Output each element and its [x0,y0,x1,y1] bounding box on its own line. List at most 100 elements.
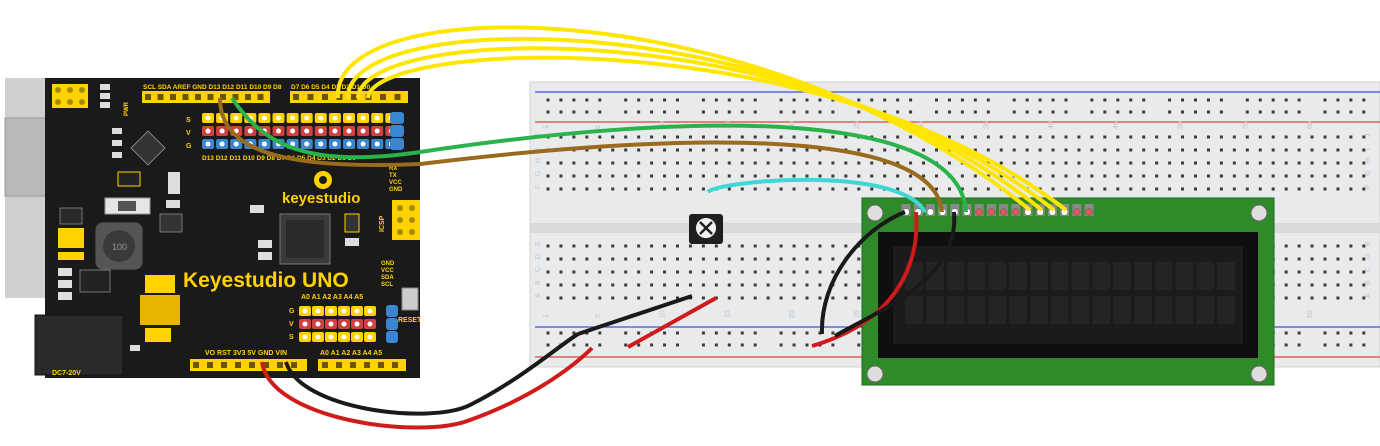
breadboard-hole [1284,257,1288,261]
breadboard-hole [766,270,770,274]
breadboard-hole [572,343,576,347]
analog-pin-hole [341,308,347,314]
breadboard-hole [779,331,783,335]
breadboard-hole [1297,270,1301,274]
breadboard-hole [1297,135,1301,139]
breadboard-hole [753,331,757,335]
breadboard-hole [1362,148,1366,152]
breadboard-hole [624,257,628,261]
header-pin [392,362,398,368]
breadboard-hole [572,161,576,165]
lcd-screen [893,246,1243,344]
breadboard-hole [663,296,667,300]
capacitor [58,228,84,248]
breadboard-hole [585,283,589,287]
icsp-header [392,200,420,240]
header-pin [195,94,201,100]
header-pin [207,94,214,100]
breadboard-hole [1271,110,1275,114]
breadboard-hole [727,283,731,287]
breadboard-hole [831,296,835,300]
lcd-char-cell [925,262,944,290]
breadboard-hole [1271,174,1275,178]
breadboard-hole [831,244,835,248]
breadboard-hole [727,343,731,347]
breadboard-hole [753,135,757,139]
breadboard-hole [650,148,654,152]
sensor-pin-hole [205,128,211,134]
breadboard-hole [831,135,835,139]
breadboard-hole [1258,148,1262,152]
breadboard-hole [727,148,731,152]
sensor-pin-hole [261,141,267,147]
breadboard-hole [585,343,589,347]
breadboard-hole [1129,174,1133,178]
breadboard-hole [624,244,628,248]
wire-cyan-contrast [706,177,927,214]
breadboard-hole [663,343,667,347]
smd-component [112,128,122,134]
breadboard-hole [611,148,615,152]
breadboard-hole [1336,331,1340,335]
breadboard-hole [1297,187,1301,191]
breadboard-hole [1038,174,1042,178]
breadboard-hole [663,98,667,102]
breadboard-hole [637,283,641,287]
breadboard-hole [831,161,835,165]
switch-knob[interactable] [118,201,136,211]
breadboard-hole [714,110,718,114]
header-pin [293,94,299,100]
lcd-char-cell [946,296,965,324]
header-pin [193,362,199,368]
potentiometer-knob[interactable] [699,221,713,235]
breadboard-hole [701,187,705,191]
analog-pin-hole [341,334,347,340]
brand-name: keyestudio [282,190,360,207]
breadboard-hole [1090,135,1094,139]
breadboard-hole [753,110,757,114]
breadboard-hole [831,174,835,178]
breadboard-hole [1219,174,1223,178]
header-pin [351,94,357,100]
breadboard-hole [1245,135,1249,139]
breadboard-hole [1245,187,1249,191]
breadboard-hole [766,148,770,152]
reset-button[interactable] [401,287,419,311]
breadboard-hole [546,174,550,178]
breadboard-hole [1310,244,1314,248]
breadboard-hole [714,161,718,165]
breadboard-hole [1362,174,1366,178]
breadboard-hole [805,187,809,191]
breadboard-hole [1142,161,1146,165]
lcd-char-cell [1154,296,1173,324]
breadboard-hole [909,161,913,165]
smd-component [112,152,122,158]
wire-black-gnd [284,332,580,416]
breadboard-hole [805,148,809,152]
breadboard-hole [844,161,848,165]
potentiometer[interactable] [689,214,723,244]
breadboard-hole [1258,98,1262,102]
breadboard-hole [1064,187,1068,191]
power-jack-label: DC7-20V [52,370,81,377]
breadboard-hole [559,257,563,261]
breadboard-hole [896,110,900,114]
breadboard-hole [779,110,783,114]
breadboard-hole [727,331,731,335]
breadboard-hole [1362,270,1366,274]
breadboard-hole [598,135,602,139]
breadboard-hole [1271,161,1275,165]
breadboard-hole [805,135,809,139]
breadboard-hole [947,98,951,102]
breadboard-hole [546,161,550,165]
breadboard-hole [1116,187,1120,191]
breadboard-hole [1323,98,1327,102]
breadboard-hole [1349,283,1353,287]
breadboard-hole [572,187,576,191]
breadboard-hole [818,244,822,248]
breadboard-hole [1362,244,1366,248]
breadboard-hole [1323,257,1327,261]
breadboard-hole [688,244,692,248]
breadboard-hole [1077,174,1081,178]
lcd-1602-module [861,197,1275,386]
